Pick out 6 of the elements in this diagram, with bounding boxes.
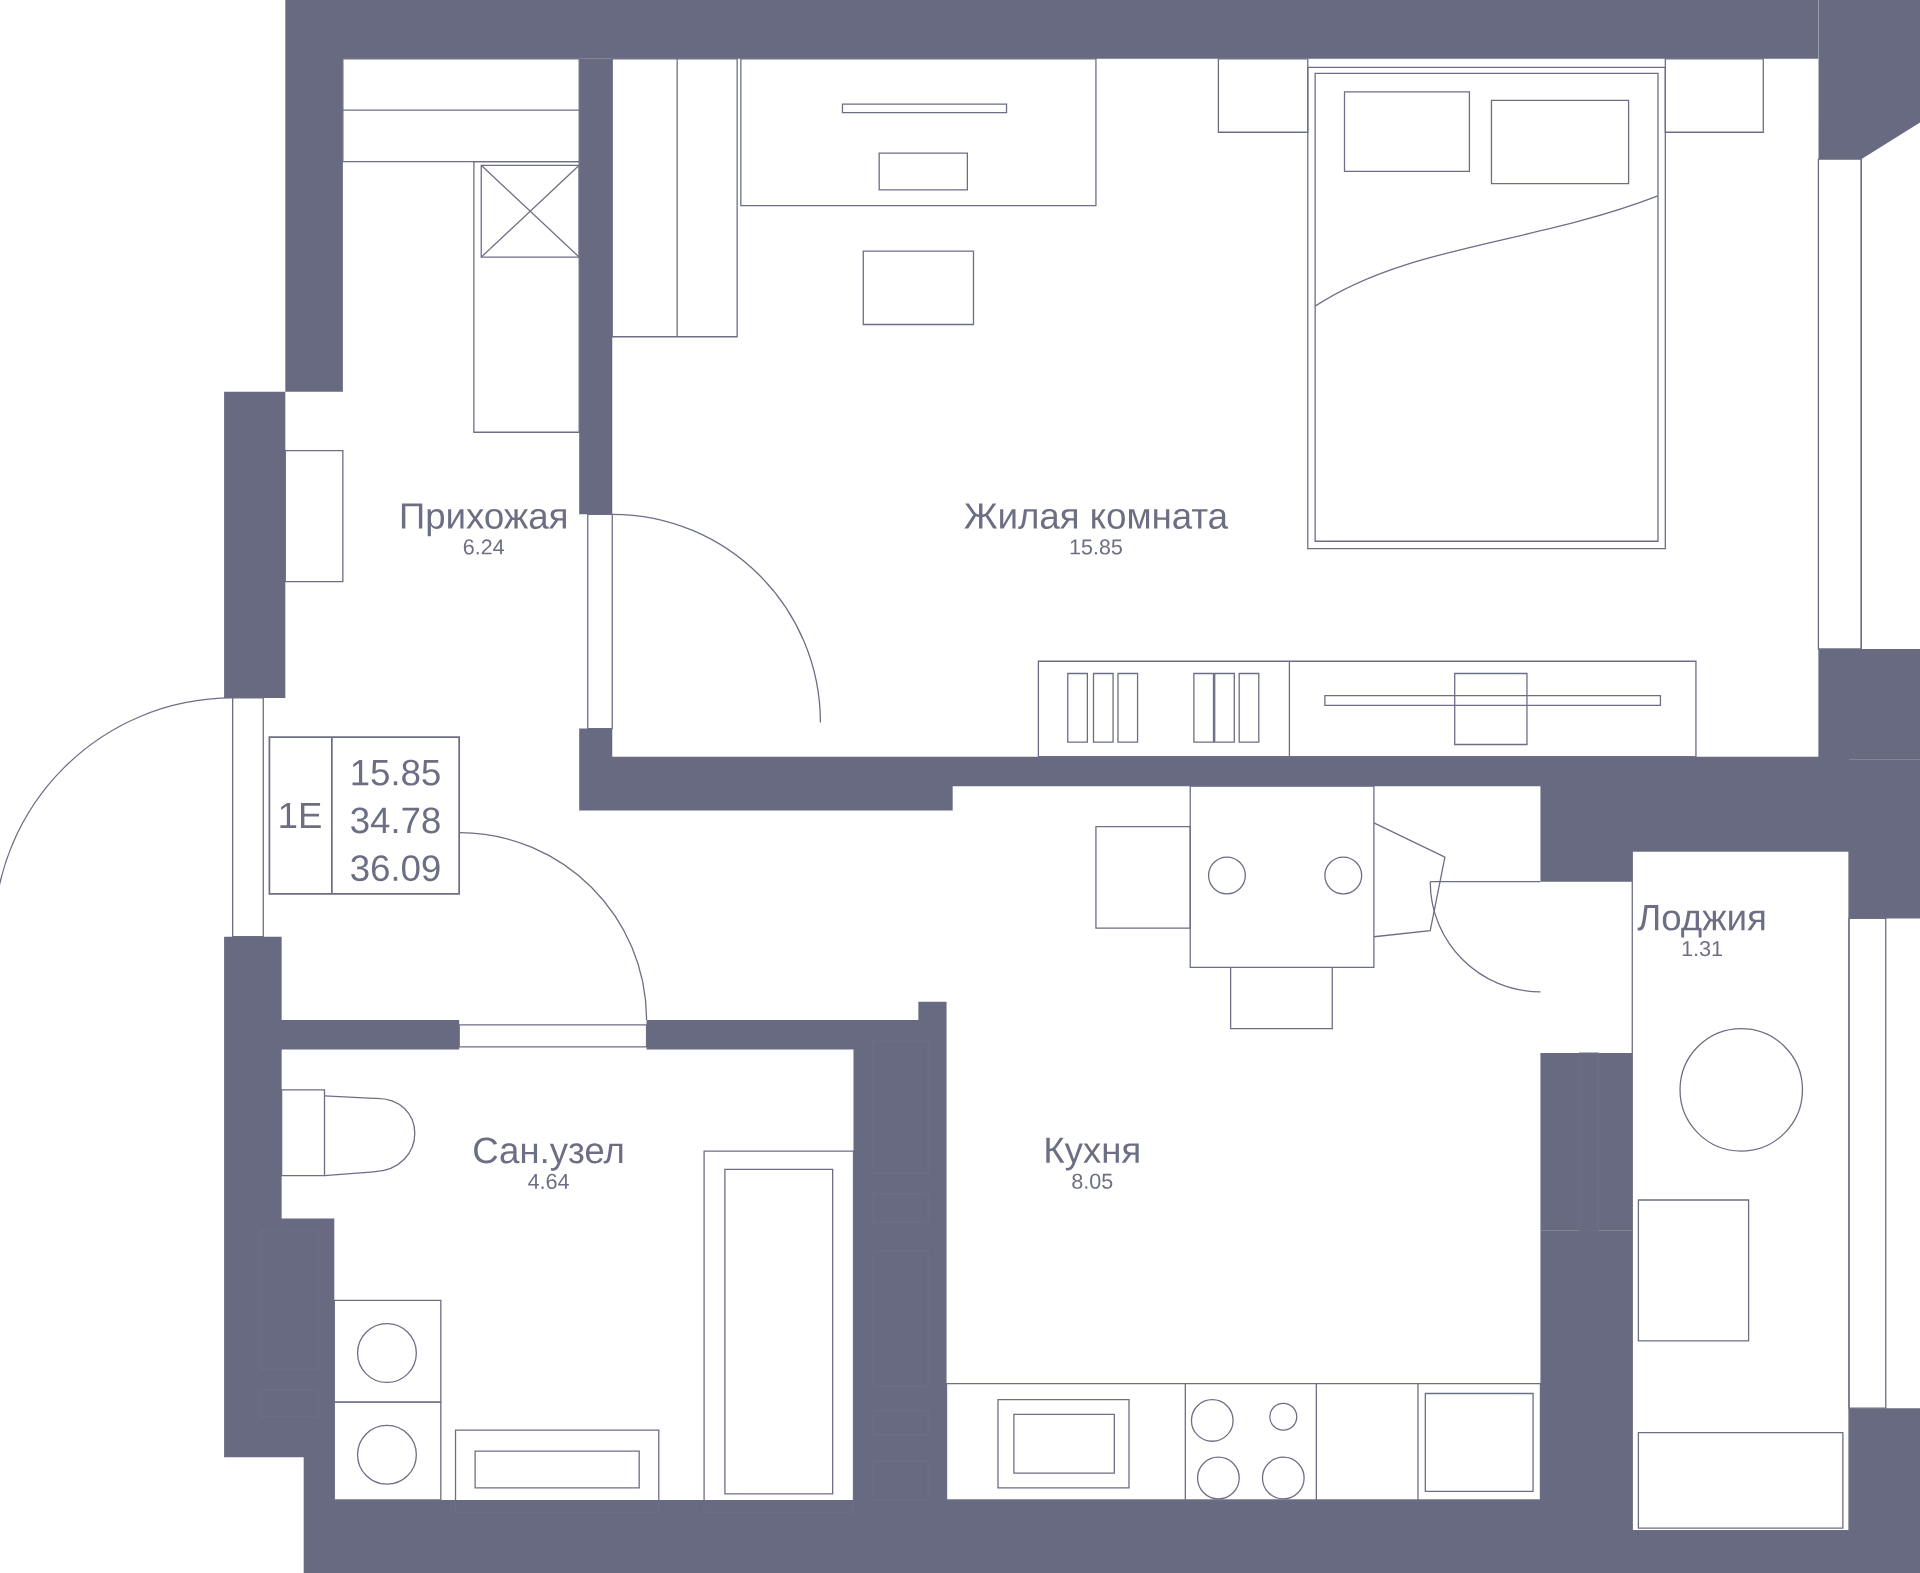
area-table: 1E 15.85 34.78 36.09 bbox=[268, 736, 461, 895]
room-label: Кухня 8.05 bbox=[1046, 1137, 1139, 1189]
room-label: Сан.узел 4.64 bbox=[474, 1137, 623, 1189]
room-label: Лоджия 1.31 bbox=[1637, 904, 1765, 956]
room-label: Жилая комната 15.85 bbox=[964, 503, 1229, 555]
room-label: Прихожая 6.24 bbox=[401, 503, 566, 555]
